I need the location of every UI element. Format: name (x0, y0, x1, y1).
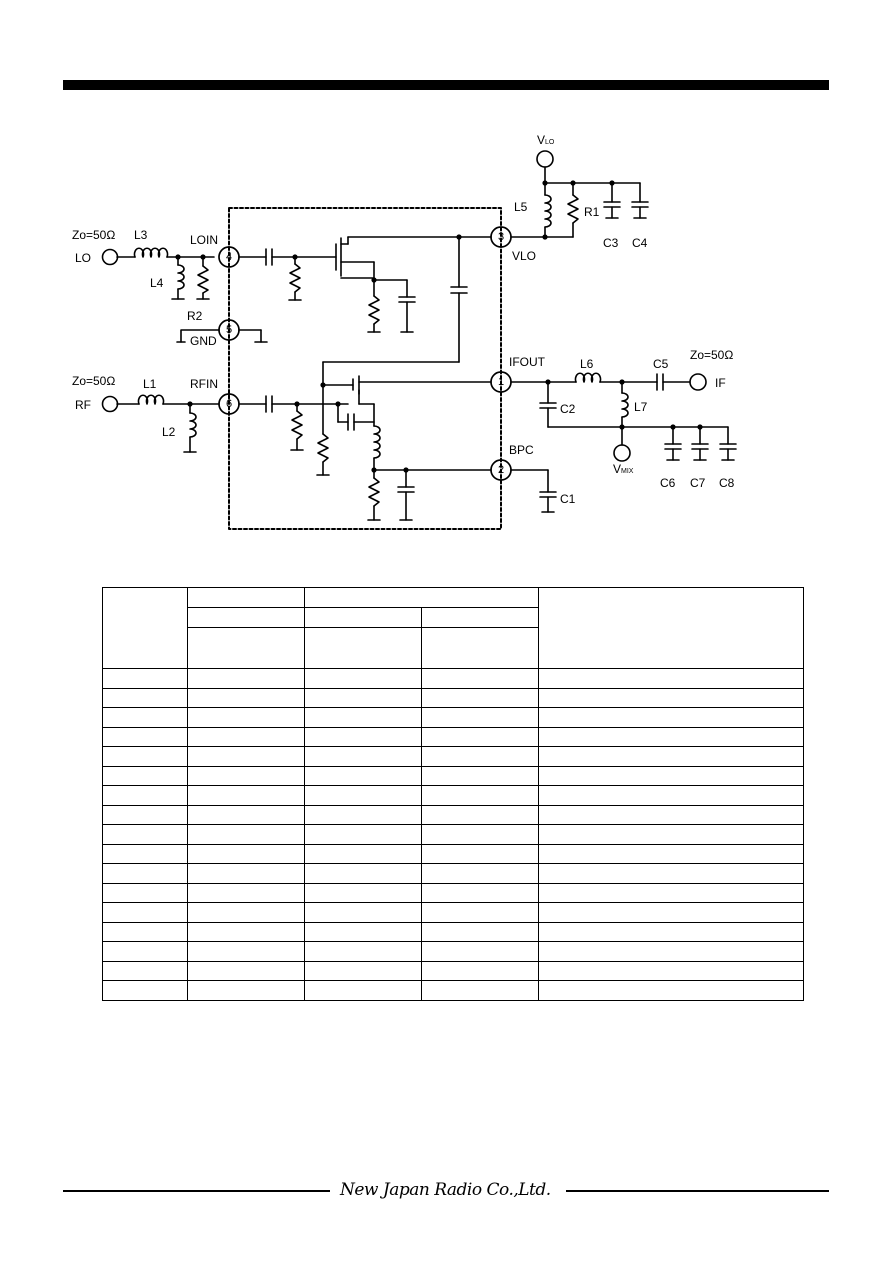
table-row (102, 785, 804, 806)
label-bpc: BPC (509, 443, 534, 457)
application-circuit-schematic (101, 150, 737, 530)
label-l2: L2 (162, 425, 176, 439)
footer-rule-left (63, 1190, 330, 1192)
header-bar (63, 80, 829, 90)
table-row (102, 921, 804, 942)
table-header-row (102, 587, 804, 669)
pin-number-1: 1 (497, 376, 505, 388)
pin-number-6: 6 (225, 398, 233, 410)
pin-number-3: 3 (497, 231, 505, 243)
table-row (102, 707, 804, 728)
label-r1: R1 (584, 205, 600, 219)
table-row (102, 746, 804, 767)
label-l1: L1 (143, 377, 157, 391)
label-l3: L3 (134, 228, 148, 242)
label-loin: LOIN (190, 233, 219, 247)
label-c2: C2 (560, 402, 576, 416)
table-row (102, 863, 804, 884)
label-zo-rf: Zo=50Ω (72, 374, 116, 388)
pin-number-2: 2 (497, 464, 505, 476)
label-c8: C8 (719, 476, 735, 490)
label-if-port: IF (715, 376, 726, 390)
table-row (102, 941, 804, 962)
label-l4: L4 (150, 276, 164, 290)
label-l7: L7 (634, 400, 648, 414)
label-gnd: GND (190, 334, 217, 348)
table-row (102, 902, 804, 923)
label-vmix: VMIX (613, 462, 634, 476)
header-cell-notes (538, 587, 804, 669)
label-lo-port: LO (75, 251, 92, 265)
label-l6: L6 (580, 357, 594, 371)
label-l5: L5 (514, 200, 528, 214)
table-row (102, 960, 804, 981)
pin-number-5: 5 (225, 324, 233, 336)
table-row (102, 687, 804, 708)
table-subheader-row (103, 606, 804, 629)
label-c4: C4 (632, 236, 648, 250)
label-rf-port: RF (75, 398, 91, 412)
header-cell-part (102, 587, 188, 669)
label-vlo-pin: VLO (512, 249, 537, 263)
company-logo: New Japan Radio Co.,Ltd. (340, 1180, 551, 1200)
table-row (102, 980, 804, 1001)
parts-list-table (102, 587, 804, 1001)
footer-rule-right (566, 1190, 829, 1192)
label-zo-if: Zo=50Ω (690, 348, 734, 362)
label-vlo-supply: VLO (537, 133, 555, 147)
label-c5: C5 (653, 357, 669, 371)
label-ifout: IFOUT (509, 355, 545, 369)
table-row (102, 804, 804, 825)
table-row (102, 843, 804, 864)
label-zo-lo: Zo=50Ω (72, 228, 116, 242)
table-row (102, 882, 804, 903)
pin-number-4: 4 (225, 251, 233, 263)
label-c6: C6 (660, 476, 676, 490)
header-cell-a (187, 587, 305, 608)
table-row (102, 824, 804, 845)
header-cell-b (304, 587, 539, 608)
table-row (102, 726, 804, 747)
label-c1: C1 (560, 492, 576, 506)
label-r2: R2 (187, 309, 203, 323)
label-rfin: RFIN (190, 377, 218, 391)
table-subheader-row (103, 627, 804, 669)
label-c7: C7 (690, 476, 706, 490)
table-row (102, 765, 804, 786)
table-row (102, 668, 804, 689)
label-c3: C3 (603, 236, 619, 250)
